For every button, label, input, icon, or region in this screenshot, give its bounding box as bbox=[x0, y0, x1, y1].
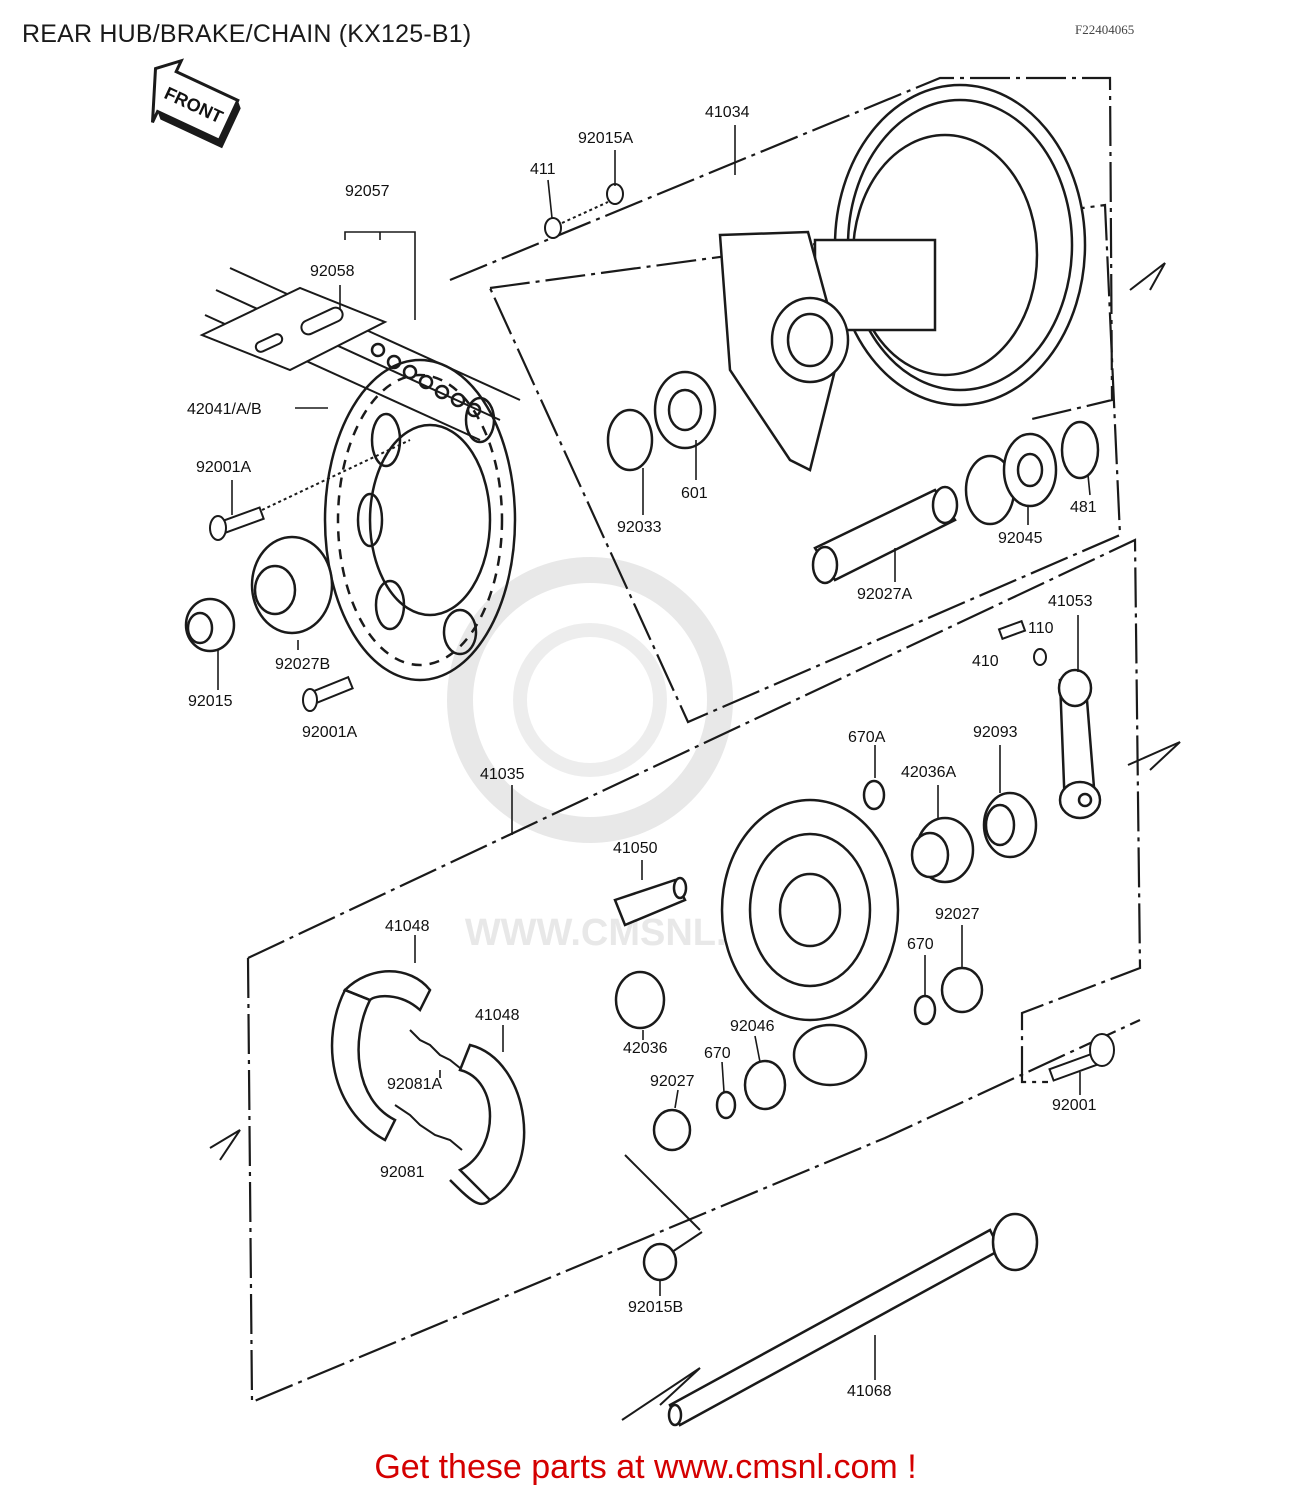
ring-670-right-icon bbox=[913, 994, 937, 1026]
part-label-110[interactable]: 110 bbox=[1028, 620, 1054, 637]
ring-670A-icon bbox=[862, 779, 886, 811]
bearing-601-icon bbox=[653, 370, 717, 450]
part-label-92046[interactable]: 92046 bbox=[730, 1018, 775, 1035]
tick-marks bbox=[209, 262, 1181, 1421]
part-label-92081[interactable]: 92081 bbox=[380, 1164, 425, 1181]
part-label-92001A-bot[interactable]: 92001A bbox=[302, 724, 357, 741]
part-label-411[interactable]: 411 bbox=[530, 161, 556, 178]
collar-92015-icon bbox=[184, 597, 236, 653]
parts-diagram: WWW.CMSNL.COM FRONT bbox=[151, 58, 1181, 1427]
seal-92093-icon bbox=[982, 791, 1038, 859]
front-arrow-icon: FRONT bbox=[151, 58, 241, 149]
part-label-670-right[interactable]: 670 bbox=[907, 936, 934, 953]
page-title: REAR HUB/BRAKE/CHAIN (KX125-B1) bbox=[22, 20, 472, 48]
part-label-92015B[interactable]: 92015B bbox=[628, 1299, 683, 1316]
coupling-92027B-icon bbox=[250, 535, 334, 635]
part-label-92081A[interactable]: 92081A bbox=[387, 1076, 442, 1093]
bolt-92001-icon bbox=[1048, 1033, 1115, 1082]
part-label-42036A[interactable]: 42036A bbox=[901, 764, 956, 781]
washer-411-icon bbox=[544, 201, 609, 239]
part-label-670-mid[interactable]: 670 bbox=[704, 1045, 731, 1062]
torque-link-41053-icon bbox=[1057, 668, 1102, 820]
part-label-601[interactable]: 601 bbox=[681, 485, 708, 502]
rear-hub-icon bbox=[718, 83, 1087, 472]
part-label-41048-top[interactable]: 41048 bbox=[385, 918, 430, 935]
part-label-92027-mid[interactable]: 92027 bbox=[650, 1073, 695, 1090]
washer-410-icon bbox=[1033, 648, 1047, 666]
circlip-481-icon bbox=[1060, 420, 1100, 480]
part-label-41048-bot[interactable]: 41048 bbox=[475, 1007, 520, 1024]
axle-41068-icon bbox=[667, 1212, 1039, 1427]
circlip-92033-icon bbox=[606, 408, 654, 472]
part-label-92015[interactable]: 92015 bbox=[188, 693, 233, 710]
cam-41050-icon bbox=[613, 876, 688, 927]
part-label-42036[interactable]: 42036 bbox=[623, 1040, 668, 1057]
brake-panel-outline bbox=[246, 538, 1142, 1404]
part-label-41034[interactable]: 41034 bbox=[705, 104, 750, 121]
collar-92027-right-icon bbox=[940, 966, 984, 1014]
footer-link[interactable]: Get these parts at www.cmsnl.com ! bbox=[374, 1448, 917, 1486]
part-label-410[interactable]: 410 bbox=[972, 653, 999, 670]
part-label-92093[interactable]: 92093 bbox=[973, 724, 1018, 741]
part-label-670A[interactable]: 670A bbox=[848, 729, 886, 746]
bolt-110-icon bbox=[997, 619, 1027, 641]
part-label-41053[interactable]: 41053 bbox=[1048, 593, 1093, 610]
bolt-92001A-bot-icon bbox=[302, 675, 354, 712]
part-label-92027B[interactable]: 92027B bbox=[275, 656, 330, 673]
part-label-481[interactable]: 481 bbox=[1070, 499, 1097, 516]
part-label-41050[interactable]: 41050 bbox=[613, 840, 658, 857]
part-labels: 41034 92015A 411 92057 92058 42041/A/B 9… bbox=[187, 104, 1097, 1400]
part-label-92001[interactable]: 92001 bbox=[1052, 1097, 1097, 1114]
diagram-code: F22404065 bbox=[1075, 22, 1135, 37]
part-label-92001A-top[interactable]: 92001A bbox=[196, 459, 251, 476]
nut-92015B-icon bbox=[642, 1231, 703, 1282]
part-label-41035[interactable]: 41035 bbox=[480, 766, 525, 783]
part-label-92033[interactable]: 92033 bbox=[617, 519, 662, 536]
spacer-92027A-icon bbox=[811, 485, 959, 585]
nut-92015A-icon bbox=[606, 183, 624, 205]
collar-42036-icon bbox=[614, 970, 666, 1030]
brake-shoes-icon bbox=[330, 970, 526, 1206]
part-label-92015A[interactable]: 92015A bbox=[578, 130, 633, 147]
part-label-42041AB[interactable]: 42041/A/B bbox=[187, 401, 262, 418]
part-label-92058[interactable]: 92058 bbox=[310, 263, 355, 280]
part-label-92027A[interactable]: 92027A bbox=[857, 586, 912, 603]
bolt-92001A-top-icon bbox=[209, 439, 411, 541]
springs-icon bbox=[394, 1029, 463, 1151]
part-label-92057[interactable]: 92057 bbox=[345, 183, 390, 200]
part-label-92045[interactable]: 92045 bbox=[998, 530, 1043, 547]
ring-670-mid-icon bbox=[715, 1090, 737, 1120]
part-label-41068[interactable]: 41068 bbox=[847, 1383, 892, 1400]
footer-promo: Get these parts at www.cmsnl.com ! bbox=[0, 1448, 1291, 1487]
part-label-92027-right[interactable]: 92027 bbox=[935, 906, 980, 923]
brake-panel-icon bbox=[720, 798, 900, 1087]
leader-lines bbox=[217, 125, 1091, 1380]
spacer-92046-icon bbox=[743, 1059, 787, 1111]
collar-92027-mid-icon bbox=[624, 1108, 701, 1231]
collar-42036A-icon bbox=[910, 816, 975, 884]
bearing-92045-icon bbox=[964, 432, 1058, 526]
sprocket-icon bbox=[323, 358, 517, 682]
